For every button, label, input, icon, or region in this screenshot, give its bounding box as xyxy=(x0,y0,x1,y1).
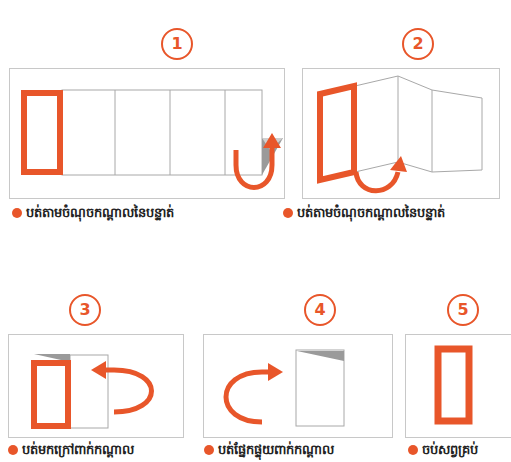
bullet-dot xyxy=(283,208,293,218)
step-panel: បត់ផ្នែកផ្ទុយពាក់កណ្ដាល xyxy=(203,334,393,438)
step-caption: ចប់សព្វគ្រប់ xyxy=(422,442,478,459)
bullet-dot xyxy=(8,445,18,455)
bullet-dot xyxy=(408,445,418,455)
step-caption: បត់តាមចំណុចកណ្ដាលនៃបន្ទាត់ xyxy=(26,205,174,222)
step-caption: បត់តាមចំណុចកណ្ដាលនៃបន្ទាត់ xyxy=(297,205,445,222)
step4-illustration xyxy=(226,350,344,426)
step-number: 5 xyxy=(457,302,468,318)
step-number-circle: 1 xyxy=(161,28,193,60)
step-number: 1 xyxy=(171,36,182,52)
step-caption-row: បត់មកក្រៅពាក់កណ្ដាល xyxy=(8,442,134,459)
bullet-dot xyxy=(204,445,214,455)
step5-illustration xyxy=(438,349,469,421)
step-caption: បត់ផ្នែកផ្ទុយពាក់កណ្ដាល xyxy=(218,442,334,459)
step-panel: បត់មកក្រៅពាក់កណ្ដាល xyxy=(8,334,184,438)
step-number: 3 xyxy=(79,302,90,318)
step-caption-row: បត់តាមចំណុចកណ្ដាលនៃបន្ទាត់ xyxy=(12,205,174,222)
step2-illustration xyxy=(320,76,482,191)
step-caption: បត់មកក្រៅពាក់កណ្ដាល xyxy=(22,442,134,459)
step-panel: ចប់សព្វគ្រប់ xyxy=(405,334,511,438)
step-caption-row: បត់តាមចំណុចកណ្ដាលនៃបន្ទាត់ xyxy=(283,205,445,222)
step-number-circle: 4 xyxy=(304,294,336,326)
step1-illustration xyxy=(24,90,283,188)
step-panel: បត់តាមចំណុចកណ្ដាលនៃបន្ទាត់ xyxy=(9,68,285,199)
step-caption-row: បត់ផ្នែកផ្ទុយពាក់កណ្ដាល xyxy=(204,442,334,459)
step-panel: បត់តាមចំណុចកណ្ដាលនៃបន្ទាត់ xyxy=(302,68,500,199)
step-number: 4 xyxy=(314,302,325,318)
step-caption-row: ចប់សព្វគ្រប់ xyxy=(408,442,478,459)
step-number-circle: 3 xyxy=(69,294,101,326)
step-number-circle: 2 xyxy=(402,28,434,60)
bullet-dot xyxy=(12,208,22,218)
step3-illustration xyxy=(34,354,152,428)
step-number-circle: 5 xyxy=(447,294,479,326)
step-number: 2 xyxy=(412,36,423,52)
